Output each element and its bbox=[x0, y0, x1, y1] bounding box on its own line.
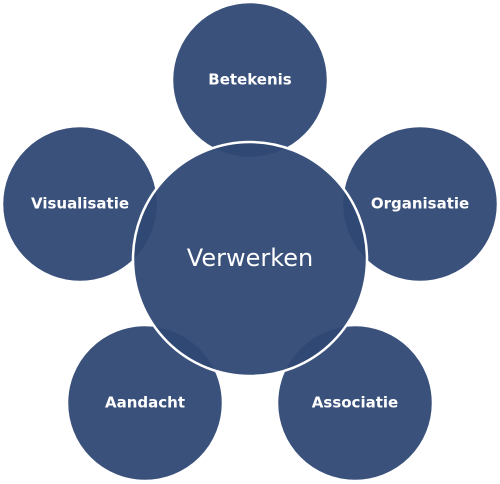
node-associatie: Associatie bbox=[275, 323, 435, 483]
node-aandacht-circle bbox=[65, 323, 225, 483]
node-organisatie: Organisatie bbox=[340, 124, 500, 284]
center-node: Verwerken bbox=[131, 140, 369, 378]
node-associatie-circle bbox=[275, 323, 435, 483]
node-betekenis: Betekenis bbox=[170, 0, 330, 160]
center-node-label: Verwerken bbox=[187, 244, 313, 272]
node-visualisatie: Visualisatie bbox=[0, 124, 160, 284]
center-node-circle bbox=[131, 140, 369, 378]
node-visualisatie-label: Visualisatie bbox=[31, 195, 129, 213]
node-aandacht: Aandacht bbox=[65, 323, 225, 483]
node-aandacht-label: Aandacht bbox=[105, 394, 185, 412]
node-organisatie-label: Organisatie bbox=[371, 195, 469, 213]
node-associatie-label: Associatie bbox=[312, 394, 398, 412]
node-betekenis-label: Betekenis bbox=[208, 71, 292, 89]
